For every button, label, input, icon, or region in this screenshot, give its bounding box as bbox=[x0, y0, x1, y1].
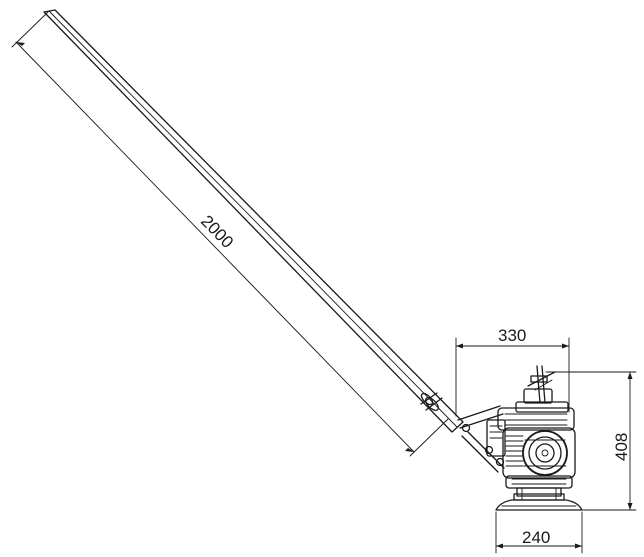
body-width-label: 330 bbox=[498, 326, 526, 345]
base-plate bbox=[495, 499, 583, 511]
body-width-dimension: 330 bbox=[455, 326, 570, 417]
base-width-label: 240 bbox=[522, 528, 550, 547]
body-height-dimension: 408 bbox=[545, 371, 637, 511]
body-height-label: 408 bbox=[612, 433, 631, 461]
pole-length-dimension: 2000 bbox=[11, 11, 449, 457]
pole bbox=[43, 9, 464, 433]
base-width-dimension: 240 bbox=[495, 511, 583, 554]
pole-length-label: 2000 bbox=[197, 212, 237, 252]
engine-body bbox=[457, 365, 576, 501]
